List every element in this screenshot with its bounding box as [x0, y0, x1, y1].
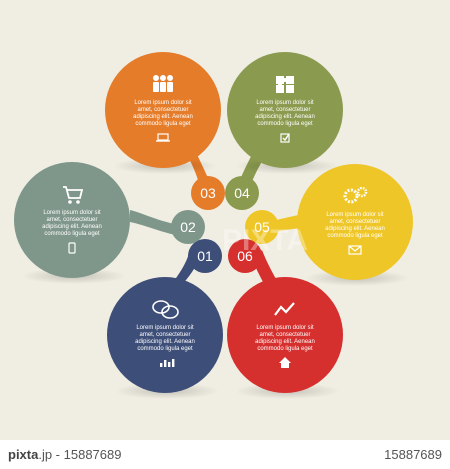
- hub-circle: [245, 210, 279, 244]
- checkbox-icon: [280, 133, 290, 143]
- petal-text-line: Lorem ipsum dolor sit: [256, 100, 314, 106]
- petal-text-line: amet, consectetuer: [259, 107, 310, 113]
- petal-text-line: amet, consectetuer: [329, 219, 380, 225]
- petal-text-line: amet, consectetuer: [259, 332, 310, 338]
- petal-text-line: Lorem ipsum dolor sit: [256, 325, 314, 331]
- envelope-icon: [348, 245, 362, 255]
- petal-text-line: commodo ligula eget: [327, 233, 383, 239]
- petal-text-line: commodo ligula eget: [257, 346, 313, 352]
- petal-circle: [107, 277, 223, 393]
- gears-icon: [343, 186, 368, 204]
- speech-bubbles-icon: [152, 300, 179, 319]
- petal-text-line: Lorem ipsum dolor sit: [43, 210, 101, 216]
- petal-text-line: amet, consectetuer: [46, 217, 97, 223]
- people-group-icon: [153, 75, 173, 92]
- petal-text-line: adipiscing elit. Aenean: [42, 224, 102, 230]
- petal-text-line: adipiscing elit. Aenean: [255, 114, 315, 120]
- footer-id: 15887689: [384, 447, 442, 462]
- shopping-cart-icon: [63, 186, 84, 204]
- hub-number-03: 03: [191, 176, 225, 210]
- petal-text-line: adipiscing elit. Aenean: [135, 339, 195, 345]
- home-icon: [279, 357, 291, 368]
- puzzle-icon: [276, 76, 294, 93]
- brand-rest: .jp -: [38, 447, 64, 462]
- petal-circle: [297, 164, 413, 280]
- hub-number-text: 06: [237, 248, 253, 264]
- petal-text-line: Lorem ipsum dolor sit: [326, 212, 384, 218]
- bar-chart-icon: [160, 359, 175, 367]
- petal-text-line: commodo ligula eget: [137, 346, 193, 352]
- petal-text-line: commodo ligula eget: [135, 121, 191, 127]
- brand-bold: pixta: [8, 447, 39, 462]
- hub-number-05: 05: [245, 210, 279, 244]
- hub-number-text: 03: [200, 185, 216, 201]
- laptop-icon: [156, 133, 170, 142]
- footer-brand: pixta.jp - 15887689: [8, 447, 121, 462]
- hub-number-04: 04: [225, 176, 259, 210]
- hub-circle: [171, 210, 205, 244]
- hub-number-06: 06: [228, 239, 262, 273]
- hub-number-text: 05: [254, 219, 270, 235]
- hub-circle: [191, 176, 225, 210]
- hub-number-text: 02: [180, 219, 196, 235]
- petal-text-line: commodo ligula eget: [44, 231, 100, 237]
- hub-circle: [188, 239, 222, 273]
- petal-text-line: commodo ligula eget: [257, 121, 313, 127]
- hub-number-02: 02: [171, 210, 205, 244]
- petal-text-line: amet, consectetuer: [139, 332, 190, 338]
- petal-text-line: adipiscing elit. Aenean: [325, 226, 385, 232]
- petal-text-line: Lorem ipsum dolor sit: [134, 100, 192, 106]
- petal-text-line: adipiscing elit. Aenean: [255, 339, 315, 345]
- petal-circle: [14, 162, 130, 278]
- petal-circle: [227, 277, 343, 393]
- hub-circle: [225, 176, 259, 210]
- petal-circle: [227, 52, 343, 168]
- watermark-text: PIXTA: [222, 224, 308, 257]
- hub-circle: [228, 239, 262, 273]
- petal-text-line: adipiscing elit. Aenean: [133, 114, 193, 120]
- petal-circle: [105, 52, 221, 168]
- hub-number-01: 01: [188, 239, 222, 273]
- stem-02: [130, 210, 180, 236]
- line-chart-icon: [274, 302, 295, 316]
- brand-id: 15887689: [63, 447, 122, 462]
- petal-text-line: amet, consectetuer: [137, 107, 188, 113]
- hub-number-text: 01: [197, 248, 213, 264]
- petal-text-line: Lorem ipsum dolor sit: [136, 325, 194, 331]
- mobile-phone-icon: [68, 242, 76, 254]
- hub-number-text: 04: [234, 185, 250, 201]
- footer-bar: pixta.jp - 15887689 15887689: [0, 440, 450, 469]
